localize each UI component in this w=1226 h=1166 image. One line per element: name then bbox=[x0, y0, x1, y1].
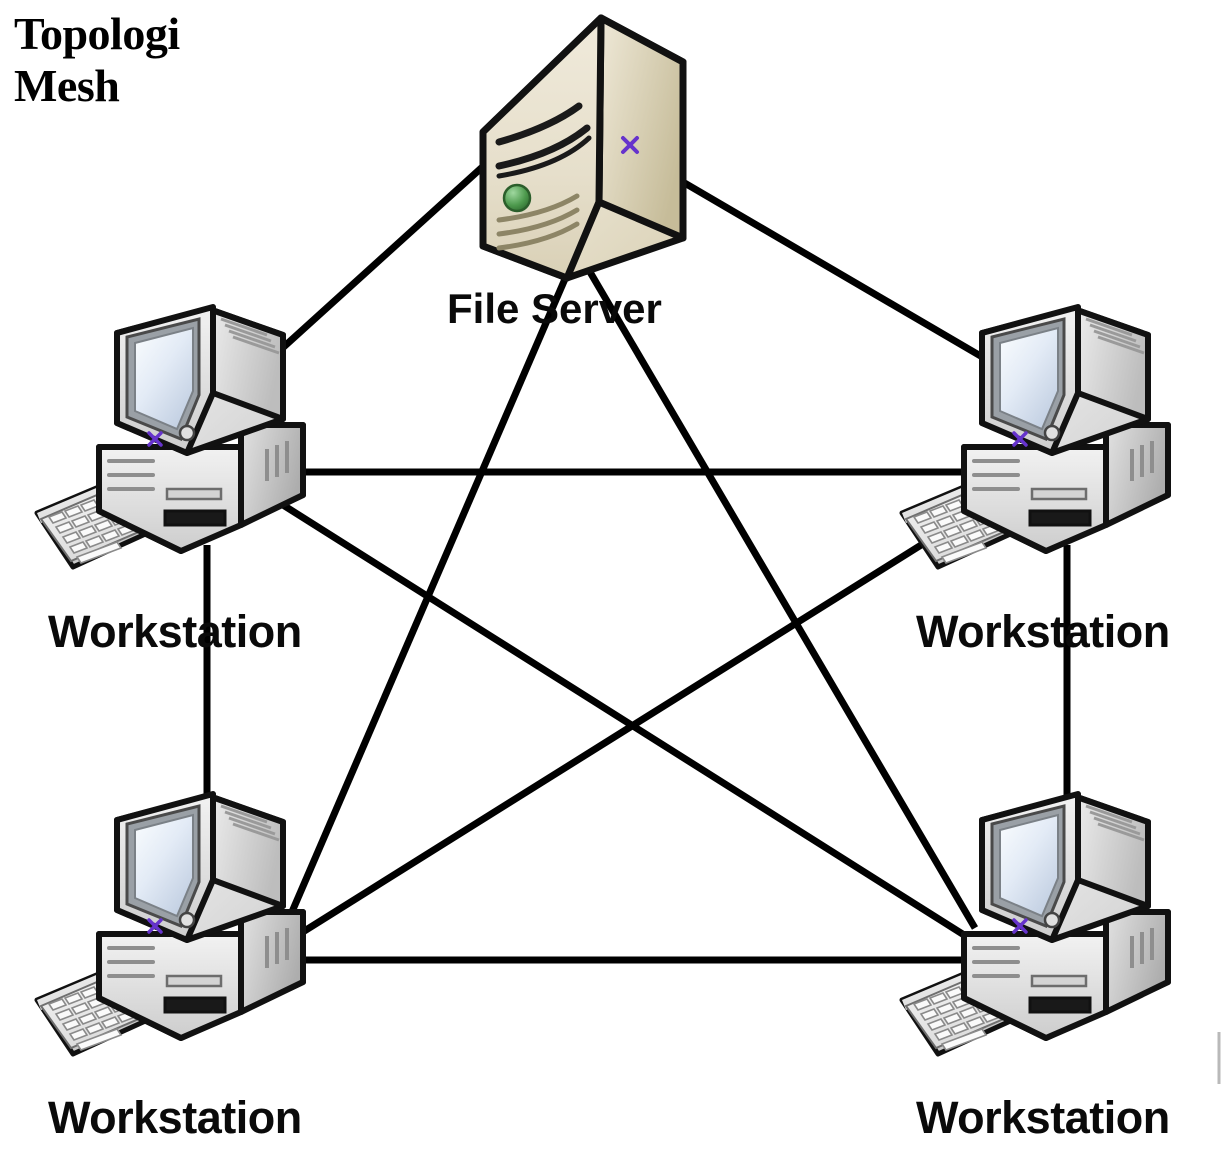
node-label-workstation-bottom-left: Workstation bbox=[48, 1092, 302, 1143]
node-workstation-top-right[interactable] bbox=[902, 307, 1168, 567]
link-server-to-workstation-bottom-left bbox=[281, 270, 572, 930]
link-top-left-to-bottom-right bbox=[281, 502, 974, 943]
link-server-to-workstation-top-left bbox=[253, 158, 492, 375]
page-title: Topologi Mesh bbox=[14, 8, 180, 111]
node-workstation-top-left[interactable] bbox=[37, 307, 303, 567]
link-top-right-to-bottom-left bbox=[288, 502, 987, 943]
node-label-workstation-top-right: Workstation bbox=[916, 606, 1170, 657]
node-label-workstation-bottom-right: Workstation bbox=[916, 1092, 1170, 1143]
links-layer bbox=[203, 157, 1071, 1000]
node-workstation-bottom-left[interactable] bbox=[37, 794, 303, 1054]
link-server-to-workstation-top-right bbox=[645, 157, 1010, 376]
node-file-server[interactable] bbox=[483, 18, 683, 278]
node-label-workstation-top-left: Workstation bbox=[48, 606, 302, 657]
link-server-to-workstation-bottom-right bbox=[586, 270, 979, 930]
node-label-file-server: File Server bbox=[447, 285, 662, 332]
